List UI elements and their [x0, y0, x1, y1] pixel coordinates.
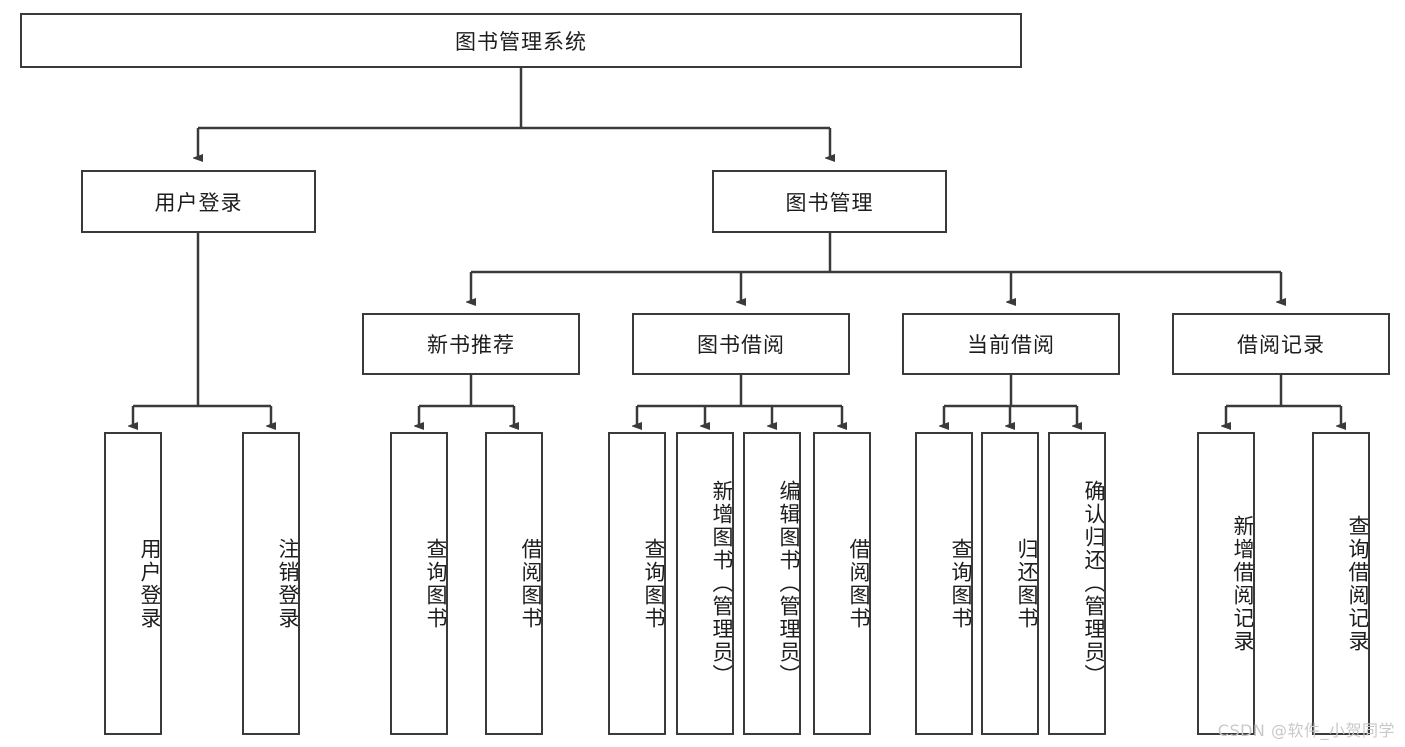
leaf-user-login-logout[interactable]: 注销登录: [242, 432, 300, 735]
leaf-current-return-book[interactable]: 归还图书: [981, 432, 1039, 735]
node-user-login[interactable]: 用户登录: [81, 170, 316, 233]
node-label: 借阅图书: [847, 537, 871, 630]
node-label: 归还图书: [1015, 537, 1039, 630]
node-current-borrow[interactable]: 当前借阅: [902, 313, 1120, 375]
node-label: 新增图书（管理员）: [710, 480, 734, 687]
node-label: 图书借阅: [697, 333, 785, 357]
node-label: 图书管理系统: [455, 29, 587, 54]
node-label: 用户登录: [138, 537, 162, 630]
node-label: 新书推荐: [427, 333, 515, 357]
node-label: 借阅记录: [1237, 333, 1325, 357]
leaf-current-query-book[interactable]: 查询图书: [915, 432, 973, 735]
leaf-user-login-login[interactable]: 用户登录: [104, 432, 162, 735]
node-label: 当前借阅: [967, 333, 1055, 357]
node-label: 编辑图书（管理员）: [777, 480, 801, 687]
leaf-borrow-query-book[interactable]: 查询图书: [608, 432, 666, 735]
node-new-book-recommend[interactable]: 新书推荐: [362, 313, 580, 375]
leaf-borrow-borrow-book[interactable]: 借阅图书: [813, 432, 871, 735]
node-label: 注销登录: [276, 537, 300, 630]
leaf-borrow-edit-book[interactable]: 编辑图书（管理员）: [743, 432, 801, 735]
node-label: 查询图书: [949, 537, 973, 630]
watermark: CSDN @软件_小贺同学: [1217, 721, 1395, 740]
leaf-new-book-query[interactable]: 查询图书: [390, 432, 448, 735]
node-label: 图书管理: [785, 190, 874, 215]
leaf-borrow-add-book[interactable]: 新增图书（管理员）: [676, 432, 734, 735]
leaf-record-add[interactable]: 新增借阅记录: [1197, 432, 1255, 735]
node-label: 借阅图书: [519, 537, 543, 630]
leaf-record-query[interactable]: 查询借阅记录: [1312, 432, 1370, 735]
node-root-system[interactable]: 图书管理系统: [20, 13, 1022, 68]
node-label: 查询图书: [424, 537, 448, 630]
node-borrow-record[interactable]: 借阅记录: [1172, 313, 1390, 375]
leaf-new-book-borrow[interactable]: 借阅图书: [485, 432, 543, 735]
node-label: 查询借阅记录: [1346, 514, 1370, 653]
node-label: 确认归还（管理员）: [1082, 480, 1106, 687]
leaf-current-confirm-return[interactable]: 确认归还（管理员）: [1048, 432, 1106, 735]
node-label: 查询图书: [642, 537, 666, 630]
node-label: 新增借阅记录: [1231, 514, 1255, 653]
node-book-borrow[interactable]: 图书借阅: [632, 313, 850, 375]
node-book-management[interactable]: 图书管理: [712, 170, 947, 233]
node-label: 用户登录: [154, 190, 243, 215]
